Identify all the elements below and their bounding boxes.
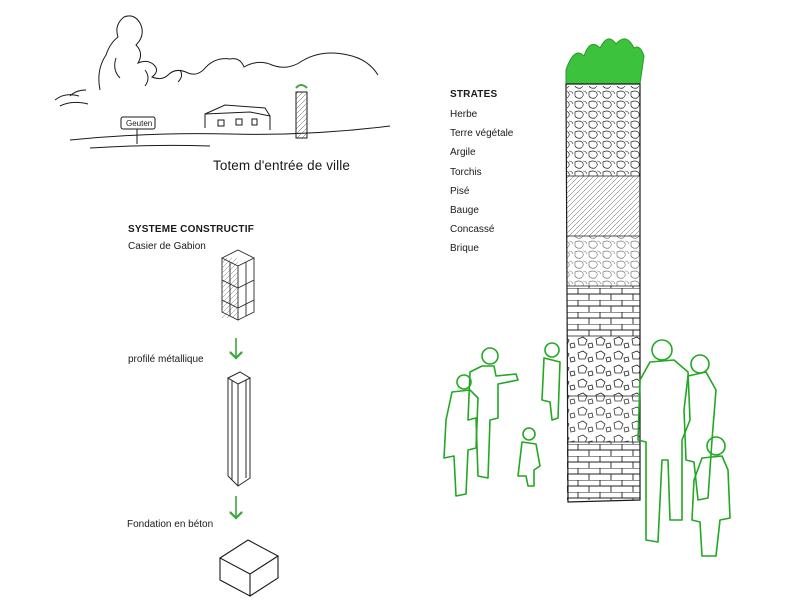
strates-title: STRATES — [450, 89, 498, 100]
construction-subtitle: Casier de Gabion — [128, 241, 206, 252]
house-sketch — [204, 104, 271, 130]
ground-line — [69, 125, 391, 141]
construction-title: SYSTEME CONSTRUCTIF — [128, 224, 255, 235]
mini-totem — [295, 84, 308, 139]
gabion-cage-drawing — [220, 249, 256, 321]
strate-item: Argile — [450, 147, 476, 159]
strate-item: Brique — [450, 243, 479, 255]
strate-item: Bauge — [450, 204, 479, 216]
totem-grass — [565, 38, 645, 85]
people-sketch — [443, 339, 731, 557]
person-right-mid — [683, 354, 717, 501]
strate-bauge — [567, 336, 640, 396]
step-label-foundation: Fondation en béton — [127, 519, 214, 530]
strates-list: Herbe Terre végétale Argile Torchis Pisé… — [450, 109, 513, 263]
tree-outline — [98, 15, 379, 91]
ground-line-2 — [89, 144, 211, 149]
strate-argile — [567, 176, 640, 236]
strate-terre — [567, 86, 640, 176]
strate-item: Herbe — [450, 109, 478, 120]
strate-pise — [567, 286, 640, 336]
foundation-drawing — [218, 539, 280, 597]
landscape-sketch: Geuten — [54, 15, 391, 149]
person-right-large — [637, 339, 691, 543]
strate-item: Pisé — [450, 185, 470, 197]
metal-profile-drawing — [226, 371, 252, 487]
person-left-back — [443, 374, 479, 497]
sign-text: Geuten — [126, 119, 152, 128]
sketch-caption: Totem d'entrée de ville — [213, 158, 350, 173]
person-behind-column — [541, 342, 561, 421]
sign-board — [120, 116, 156, 130]
strate-item: Torchis — [450, 166, 482, 178]
strate-brique — [567, 442, 640, 500]
tree-outline-2 — [114, 57, 183, 87]
child-figure — [517, 427, 541, 487]
strate-concasse — [567, 396, 640, 442]
bush-strokes — [54, 89, 89, 107]
person-left-pointing — [467, 347, 519, 479]
totem-column — [565, 38, 645, 503]
strate-item: Terre végétale — [450, 128, 514, 140]
strate-item: Concassé — [450, 224, 495, 236]
person-right-front — [691, 436, 731, 557]
strate-torchis — [567, 236, 640, 286]
step-label-profile: profilé métallique — [128, 354, 204, 365]
